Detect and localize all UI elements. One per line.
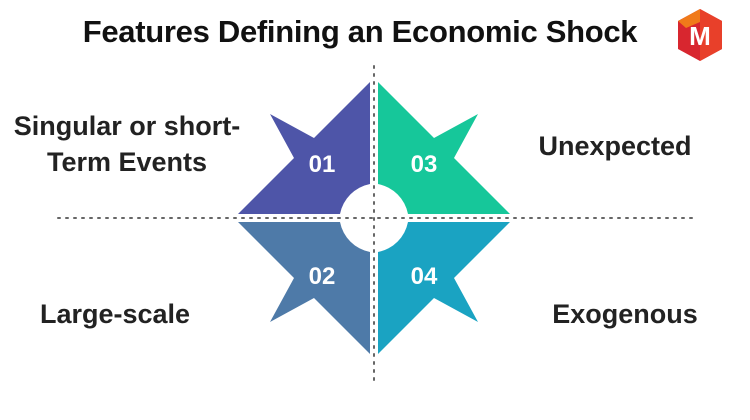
quadrant-01-arrow xyxy=(238,82,370,214)
label-line: Singular or short- xyxy=(13,111,241,141)
label-line: Unexpected xyxy=(538,131,692,161)
label-singular-events: Singular or short- Term Events xyxy=(12,108,242,180)
logo-letter: M xyxy=(689,21,711,51)
label-unexpected: Unexpected xyxy=(530,128,700,164)
quadrant-03-arrow xyxy=(378,82,510,214)
brand-logo-icon: M xyxy=(678,9,722,61)
quadrant-04-number: 04 xyxy=(411,263,438,290)
label-large-scale: Large-scale xyxy=(30,296,200,332)
page-title: Features Defining an Economic Shock xyxy=(82,14,638,49)
quadrant-02-arrow xyxy=(238,222,370,354)
quadrant-02-number: 02 xyxy=(309,263,336,290)
quadrant-01-number: 01 xyxy=(309,151,336,178)
label-line: Exogenous xyxy=(552,299,698,329)
quadrant-03-number: 03 xyxy=(411,151,438,178)
label-line: Term Events xyxy=(46,147,208,177)
quadrant-04-arrow xyxy=(378,222,510,354)
label-exogenous: Exogenous xyxy=(540,296,710,332)
label-line: Large-scale xyxy=(39,299,191,329)
